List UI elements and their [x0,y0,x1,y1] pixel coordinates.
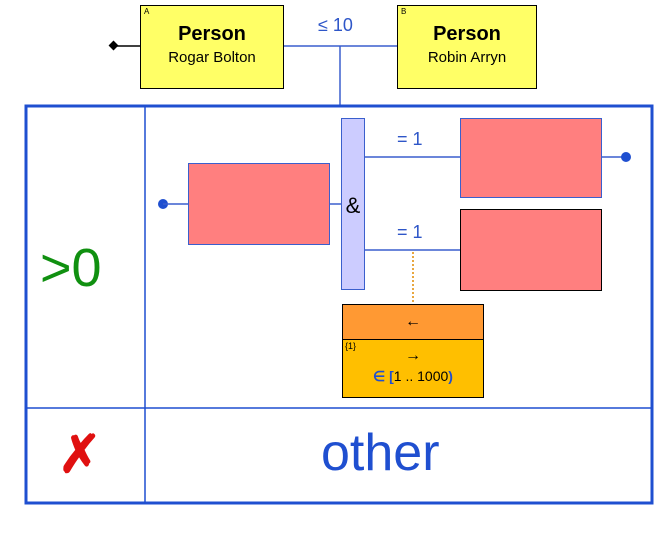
and-gate-symbol: & [345,193,361,218]
range-element-symbol: ∈ [373,368,386,384]
person-a-title: Person [178,23,246,45]
person-a-name: Rogar Bolton [168,49,256,66]
input-entity-box[interactable] [188,163,330,245]
left-arrow-icon: ← [405,313,421,330]
range-value: 1 .. 1000 [393,368,449,384]
output-entity-box-1[interactable] [460,118,602,198]
attribute-box[interactable]: ← {1} → ∈ [1 .. 1000) [342,304,484,398]
person-b-tag: B [401,7,407,16]
output-entity-box-2[interactable] [460,209,602,291]
range-open-bracket: [ [389,368,394,384]
range-close-bracket: ) [448,368,453,384]
branch-2-label: = 1 [397,222,423,242]
and-gate[interactable]: & [341,118,365,290]
right-arrow-icon: → [405,347,421,364]
condition-positive: >0 [40,238,102,298]
link-constraint-label: ≤ 10 [318,15,353,35]
person-b-title: Person [433,23,501,45]
person-b-node[interactable]: B Person Robin Arryn [397,5,537,89]
person-a-node[interactable]: A Person Rogar Bolton [140,5,284,89]
condition-other-cross-icon: ✗ [58,426,102,484]
attribute-range: ∈ [1 .. 1000) [343,366,483,386]
decision-table-frame [24,104,654,505]
person-b-name: Robin Arryn [427,49,507,66]
person-a-tag: A [144,7,150,16]
person-a-diamond-icon [108,40,119,51]
other-label: other [321,424,440,482]
branch-1-label: = 1 [397,129,423,149]
attribute-box-header: ← [343,305,483,340]
output-port-icon [621,152,631,162]
attribute-index: {1} [345,341,357,351]
attribute-box-body: {1} → ∈ [1 .. 1000) [343,340,483,397]
